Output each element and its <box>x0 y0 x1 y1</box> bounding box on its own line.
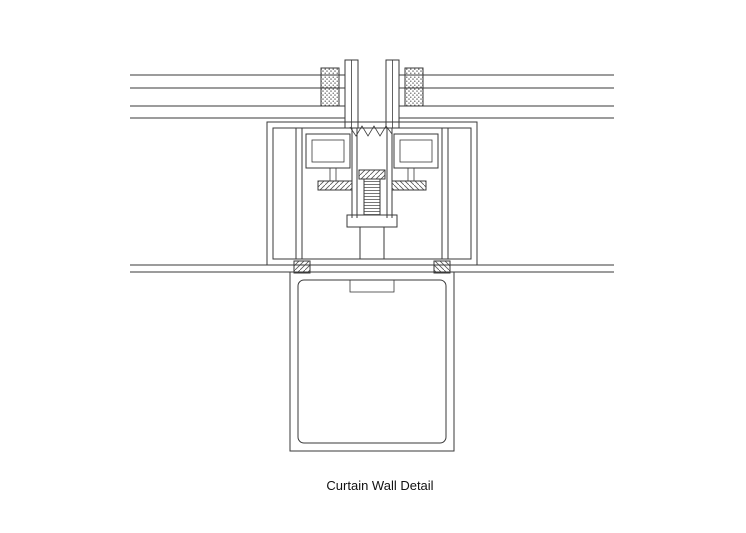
center-stem <box>346 214 398 259</box>
mullion-box <box>289 271 455 452</box>
detail-left-half <box>129 59 359 274</box>
frame-profile <box>266 121 478 266</box>
drawing-title: Curtain Wall Detail <box>326 478 433 493</box>
sealant-joint <box>349 125 393 137</box>
detail-right-half <box>385 59 615 274</box>
screw-fastener <box>358 169 386 216</box>
